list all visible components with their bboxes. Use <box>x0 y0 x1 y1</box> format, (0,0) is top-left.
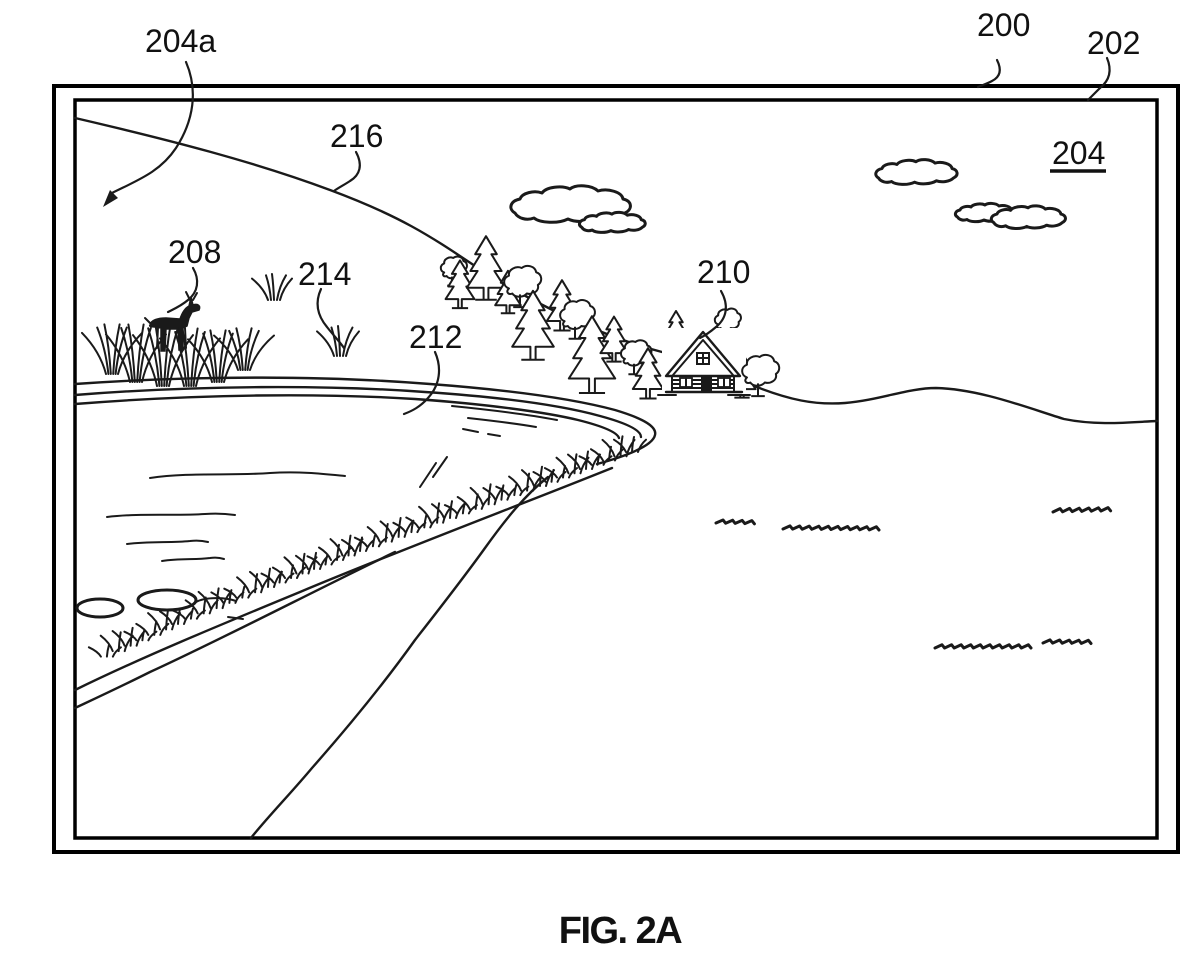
leader-204a <box>110 60 194 195</box>
near-shore-bank <box>73 456 614 840</box>
leader-202 <box>1086 56 1111 102</box>
cabin-illustration <box>657 328 751 396</box>
cloud-left <box>509 184 647 234</box>
lily-pads <box>75 588 244 620</box>
label-212: 212 <box>409 319 462 355</box>
label-214: 214 <box>298 256 351 292</box>
label-204: 204 <box>1052 135 1105 171</box>
display-frame-outer <box>52 84 1180 854</box>
leader-lines <box>103 56 1111 416</box>
label-210: 210 <box>697 254 750 290</box>
label-204a: 204a <box>145 23 216 59</box>
leader-200 <box>976 58 1001 89</box>
leader-208 <box>166 266 199 314</box>
cloud-right-upper <box>874 158 959 186</box>
leader-212 <box>402 350 441 416</box>
leader-210 <box>698 289 727 340</box>
label-202: 202 <box>1087 25 1140 61</box>
leader-216 <box>332 150 361 193</box>
leader-214 <box>316 287 346 350</box>
arrowhead-204a <box>103 190 118 207</box>
reference-labels: 204a 200 202 204 216 208 214 212 210 <box>145 7 1140 355</box>
label-208: 208 <box>168 234 221 270</box>
figure-caption: FIG. 2A <box>559 910 683 952</box>
lake-shoreline <box>73 376 657 466</box>
water-ripples <box>106 471 346 562</box>
grass-tuft-small <box>251 273 293 301</box>
display-frame-inner <box>73 98 1159 840</box>
label-216: 216 <box>330 118 383 154</box>
cloud-right-lower <box>954 202 1067 230</box>
deer-grass <box>81 323 275 387</box>
label-200: 200 <box>977 7 1030 43</box>
field-grass-scribbles <box>714 506 1113 650</box>
bank-grass <box>87 435 647 658</box>
stream-bank-line <box>249 475 550 840</box>
